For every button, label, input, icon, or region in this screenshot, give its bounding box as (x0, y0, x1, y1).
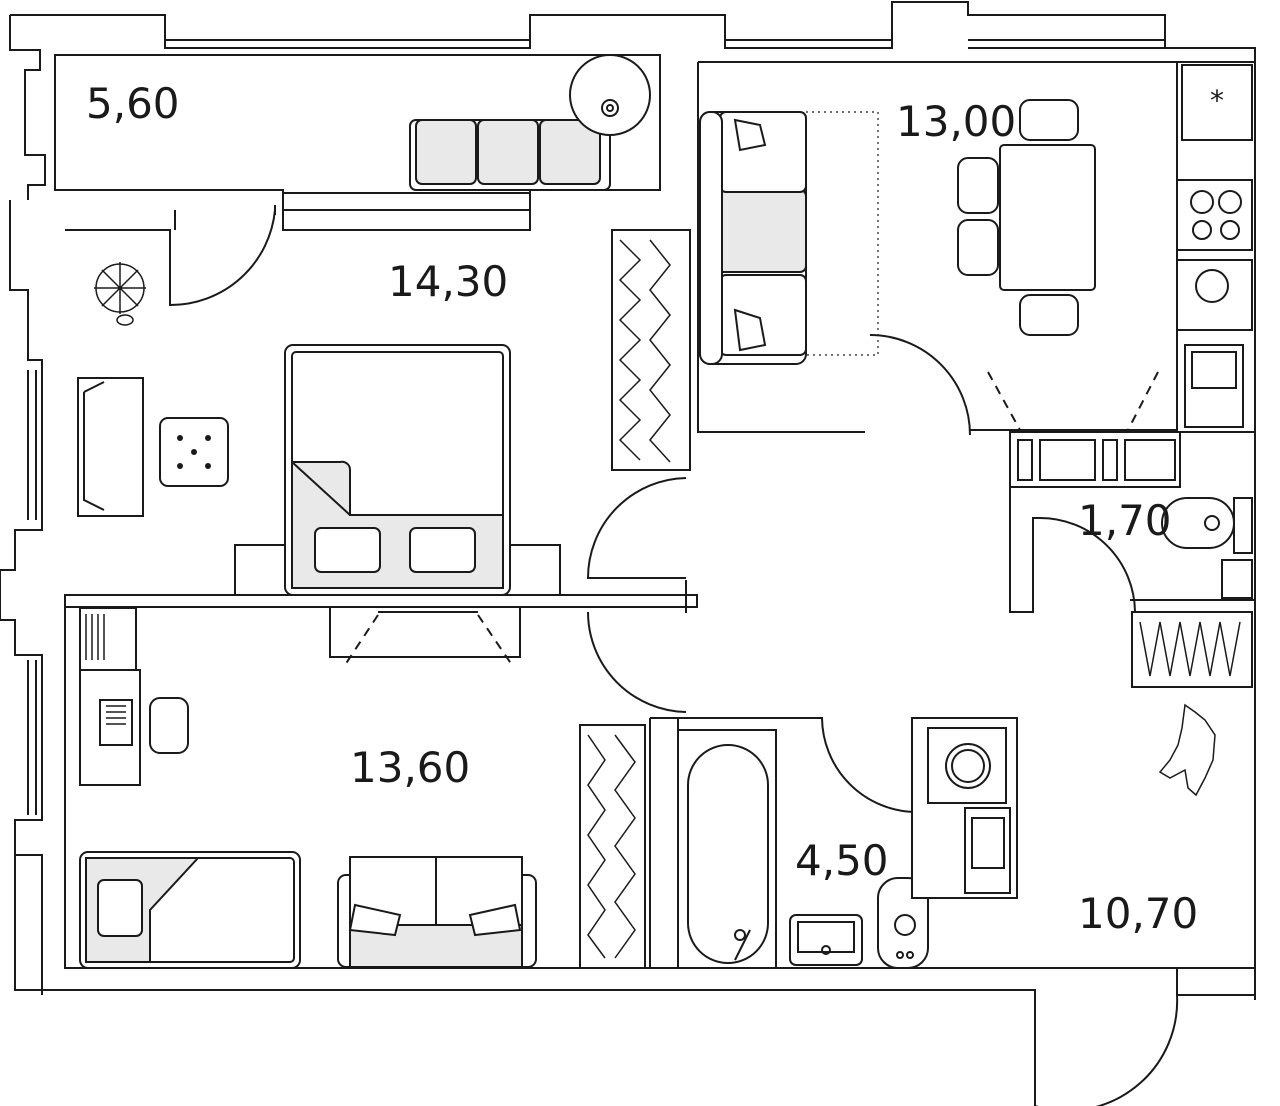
floor-lamp-icon (569, 54, 651, 136)
bathroom-room (649, 717, 1018, 969)
interior-wall-bedroom (64, 477, 698, 713)
kitchen-counter-icon: * (1176, 61, 1256, 433)
balcony-sofa-icon (409, 119, 611, 191)
area-label-wc: 1,70 (1078, 496, 1172, 545)
kids-desk-icon (79, 607, 189, 786)
area-label-bedroom: 14,30 (388, 257, 508, 306)
wardrobe-top-icon (611, 229, 691, 471)
kitchen-living-room: * (697, 61, 1256, 488)
wardrobe-kids-icon (579, 724, 646, 969)
desk-icon (77, 377, 144, 517)
ottoman-icon (159, 417, 229, 487)
single-bed-icon (79, 851, 301, 969)
washing-machine-icon (911, 717, 1018, 899)
area-label-hallway: 10,70 (1078, 889, 1198, 938)
bathroom-sink-icon (789, 914, 863, 966)
tv-unit-icon (329, 606, 521, 666)
balcony-room (54, 54, 661, 231)
bathtub-icon (677, 729, 777, 969)
kids-sofa-icon (337, 856, 537, 968)
hallway-room (1034, 703, 1216, 1106)
room-labels: 5,60 14,30 13,00 1,70 13,60 4,50 10,70 (86, 79, 1198, 938)
cat-icon (1158, 703, 1216, 797)
area-label-kitchen-living: 13,00 (896, 97, 1016, 146)
double-bed-icon (234, 344, 561, 596)
dining-table-icon (957, 99, 1096, 336)
cabinet-row-icon (987, 371, 1181, 488)
area-label-balcony: 5,60 (86, 79, 180, 128)
area-label-bathroom: 4,50 (795, 836, 889, 885)
kitchen-sofa-icon (699, 111, 879, 365)
area-label-kids-room: 13,60 (350, 743, 470, 792)
kids-room (64, 606, 1177, 969)
bedroom-room (65, 192, 561, 596)
wardrobe-hall-icon (1131, 611, 1253, 688)
svg-text:*: * (1210, 84, 1224, 117)
toilet-icon (877, 877, 929, 969)
plant-icon (94, 262, 146, 326)
wc-room (1009, 487, 1255, 613)
